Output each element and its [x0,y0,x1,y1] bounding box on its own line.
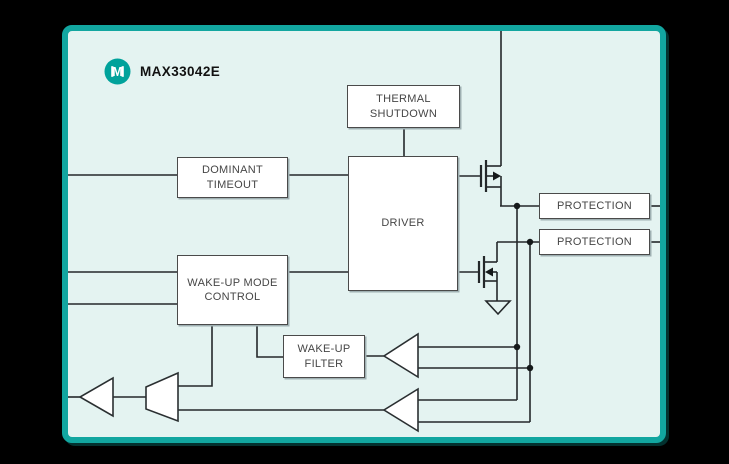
maxim-logo: M [104,58,131,85]
protection-block-canh: PROTECTION [539,193,650,219]
driver-block: DRIVER [348,156,458,291]
wakeup-mode-control-block: WAKE-UP MODE CONTROL [177,255,288,325]
header: M MAX33042E [104,58,220,85]
part-number-title: MAX33042E [140,64,221,79]
thermal-shutdown-block: THERMAL SHUTDOWN [347,85,460,128]
svg-text:M: M [112,65,122,79]
wakeup-filter-block: WAKE-UP FILTER [283,335,365,378]
dominant-timeout-block: DOMINANT TIMEOUT [177,157,288,198]
protection-block-canl: PROTECTION [539,229,650,255]
